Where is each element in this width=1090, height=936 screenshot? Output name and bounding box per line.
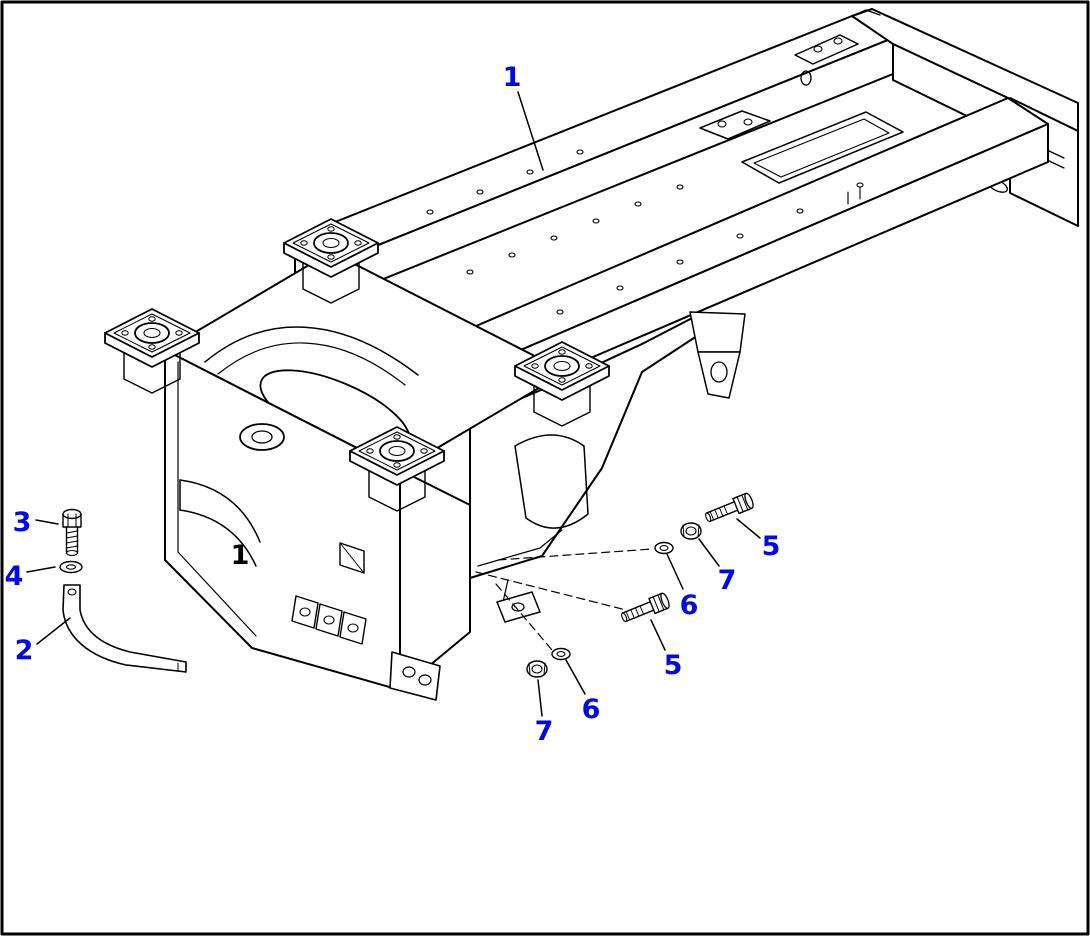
callout-7-lower-label: 7 [535,716,554,747]
callout-6-upper-label: 6 [680,590,699,621]
mount-plates [104,218,610,512]
callout-7-upper-label: 7 [718,565,737,596]
assembly-dashed-lines [475,548,653,651]
callout-2-label: 2 [15,635,34,666]
callout-labels: 1 3 4 2 5 7 6 5 6 7 1 [5,62,781,747]
leader-line-3 [35,519,59,525]
leader-line-2 [36,617,71,645]
bolt-part-5-lower [621,592,670,623]
bolt-part-5-upper [705,492,754,523]
bolt-part-3 [62,508,82,557]
leader-line-6-lower [565,659,586,695]
leader-line-7-upper [698,538,720,567]
callout-1-label: 1 [503,62,522,93]
hardware-parts [59,492,754,678]
rear-frame [294,8,1079,623]
leader-line-5-lower [650,619,666,651]
callout-5-lower-label: 5 [664,650,683,681]
washer-part-4 [59,560,83,574]
callout-4-label: 4 [5,561,24,592]
leader-line-7-lower [537,679,543,717]
callout-5-upper-label: 5 [762,531,781,562]
leader-line-5-upper [736,518,761,539]
nut-part-7-upper [680,522,702,540]
callout-6-lower-label: 6 [582,694,601,725]
callout-3-label: 3 [13,507,32,538]
leader-line-1 [517,91,544,171]
bracket-part-2 [62,584,187,673]
leader-line-6-upper [666,553,684,590]
callout-1-inner-label: 1 [231,540,250,571]
washer-part-6-lower [551,647,571,661]
nut-part-7-lower [526,660,548,678]
leader-line-4 [26,566,56,573]
leader-lines [26,91,761,717]
washer-part-6-upper [654,541,674,555]
front-frame [164,251,567,701]
